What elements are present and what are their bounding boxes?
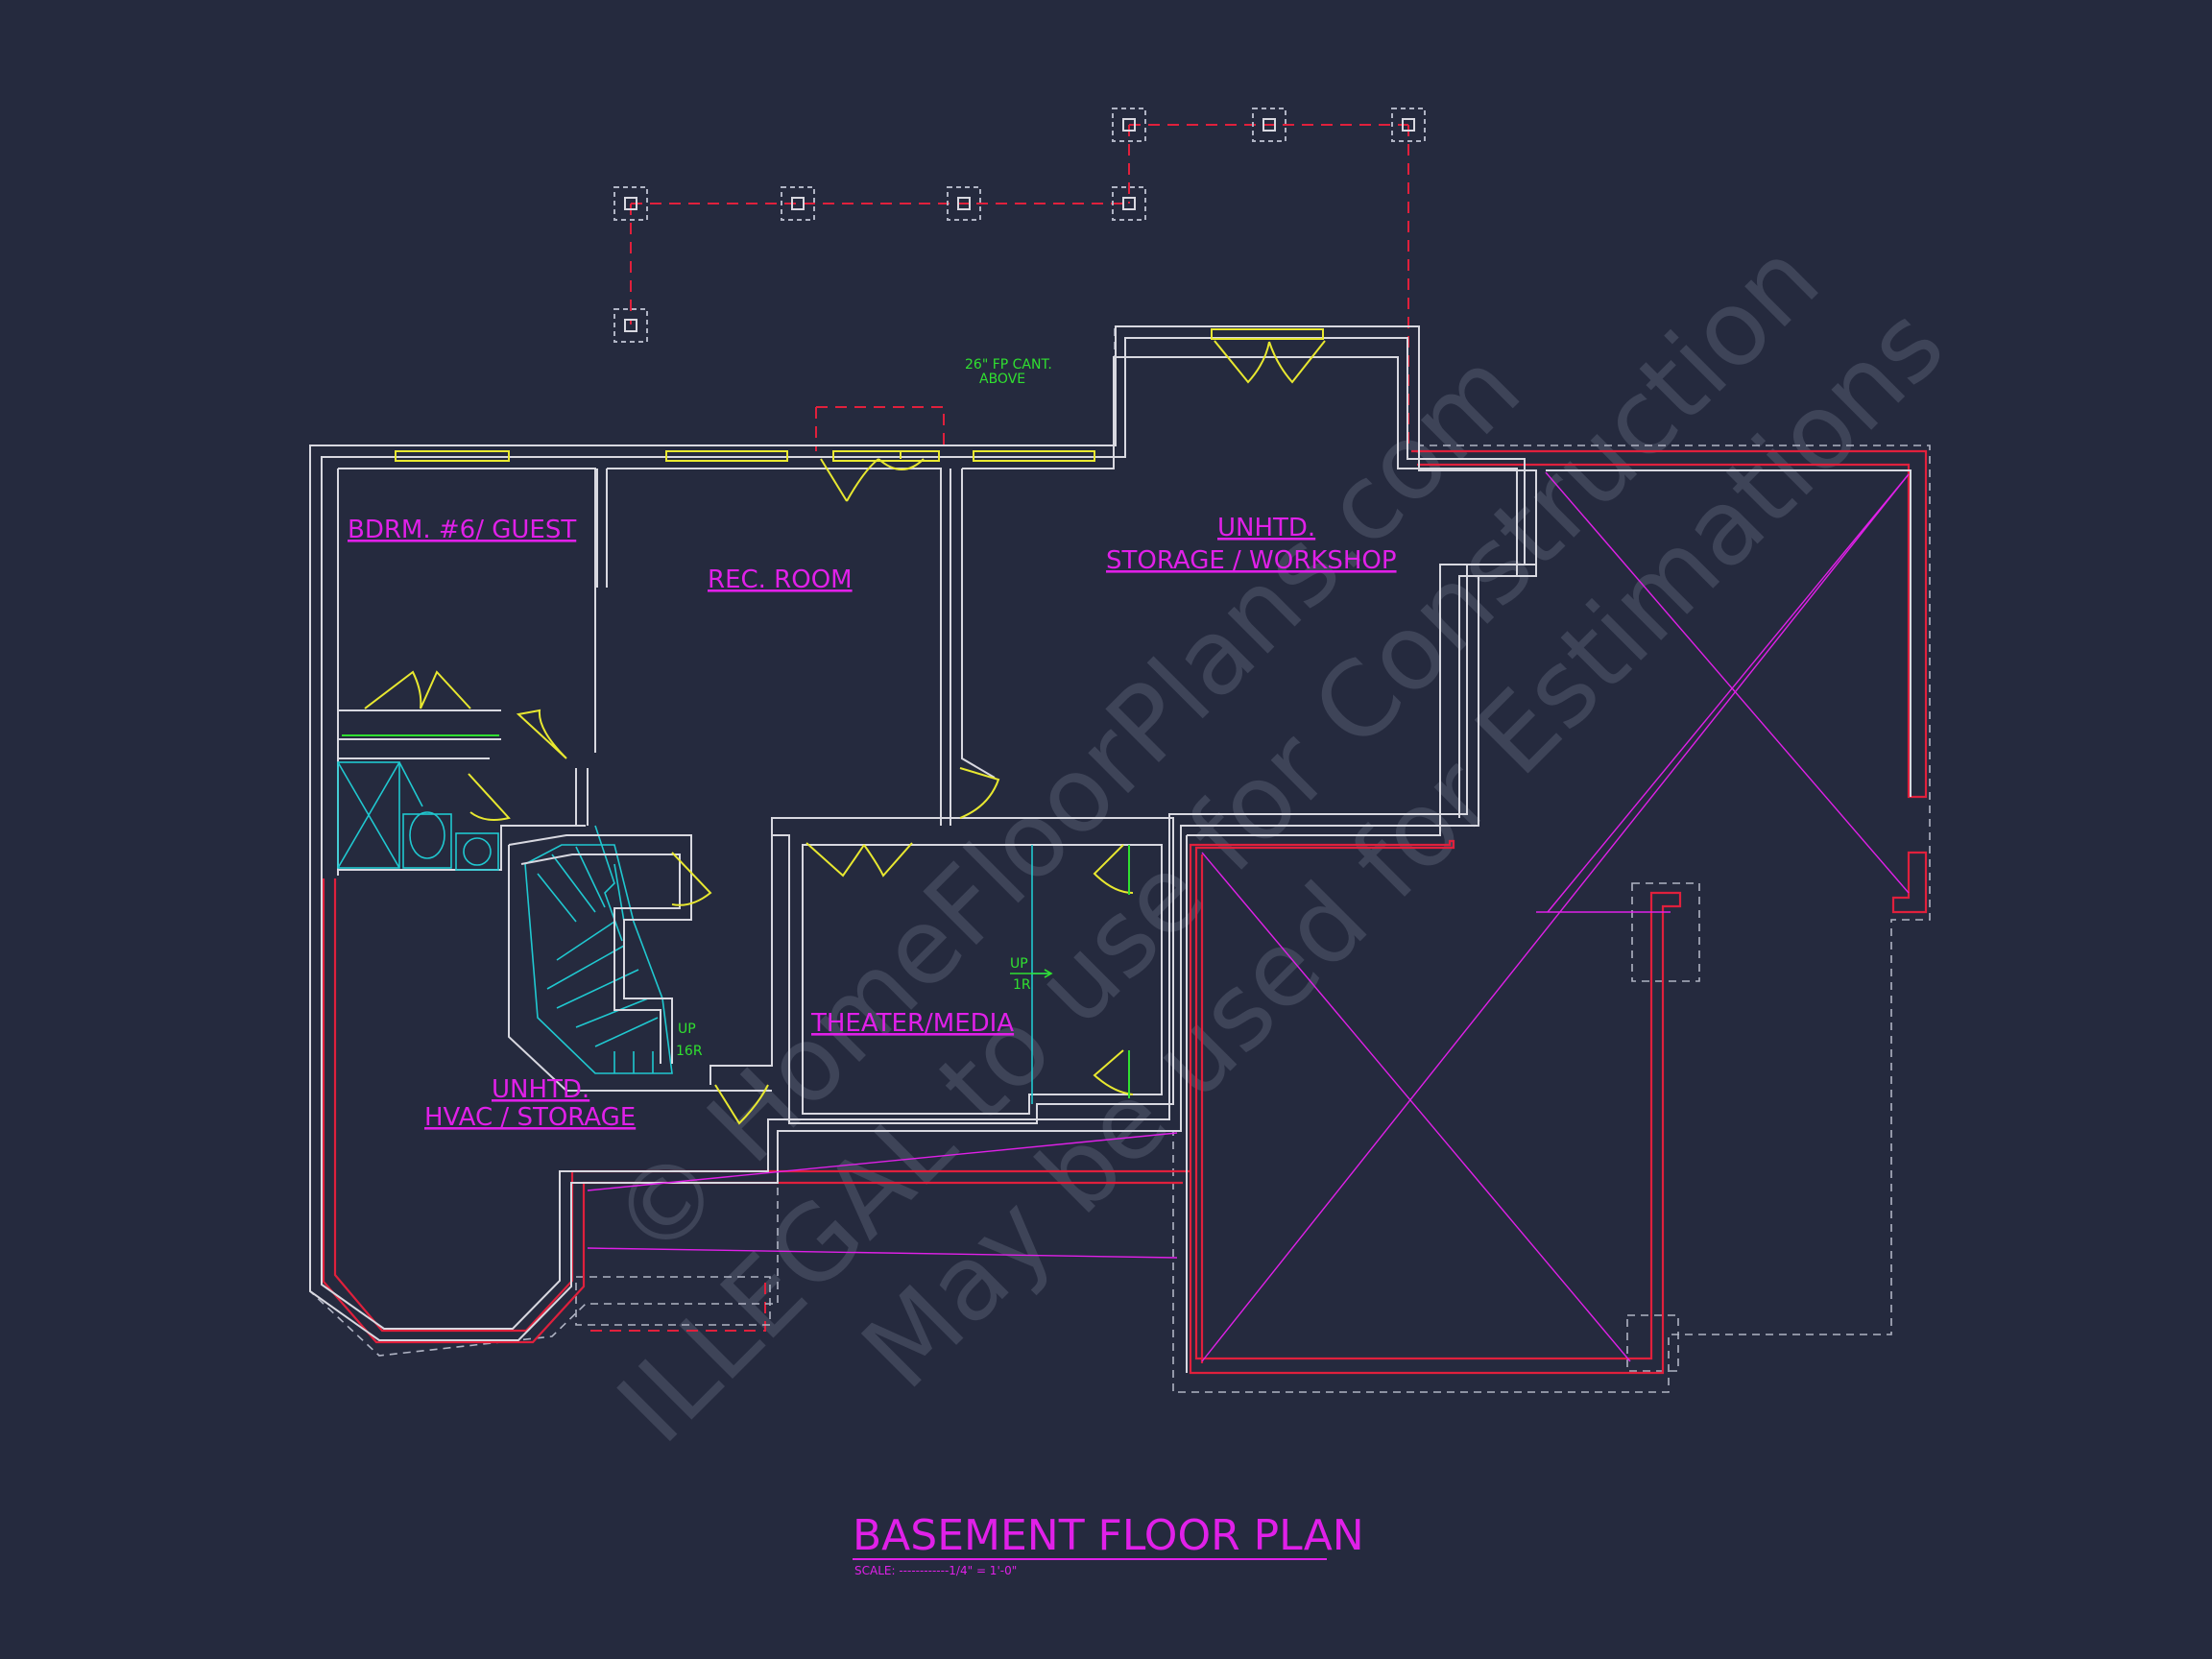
room-label-storage-line1: UNHTD. <box>1217 514 1315 542</box>
room-label-hvac-line2: HVAC / STORAGE <box>424 1103 636 1132</box>
room-label-bedroom: BDRM. #6/ GUEST <box>348 516 576 544</box>
watermark: © HomeFloorPlans.com ILLEGAL to use for … <box>589 220 1967 1466</box>
doors <box>364 340 1326 1125</box>
green-notes: 26" FP CANT. ABOVE UP 16R UP 1R <box>676 357 1052 1059</box>
stair-riser-label: 16R <box>676 1044 703 1059</box>
hidden-outline <box>309 325 1931 1393</box>
room-label-storage-line2: STORAGE / WORKSHOP <box>1106 546 1397 575</box>
room-label-rec-room: REC. ROOM <box>708 565 853 594</box>
windows <box>395 328 1324 462</box>
drawing-title: BASEMENT FLOOR PLAN <box>853 1511 1364 1560</box>
watermark-line-2: ILLEGAL to use for Construction <box>595 220 1841 1466</box>
porch-posts <box>613 108 1426 343</box>
cross-lines <box>587 471 1910 1362</box>
drawing-scale: SCALE: ------------1/4" = 1'-0" <box>854 1564 1017 1577</box>
cant-note-line1: 26" FP CANT. <box>965 357 1052 373</box>
step-arrow <box>1010 969 1053 978</box>
cant-note-line2: ABOVE <box>979 372 1025 387</box>
stair-walls <box>508 834 772 1092</box>
garage-outline <box>1186 469 1911 1373</box>
title-block: BASEMENT FLOOR PLAN SCALE: ------------1… <box>853 1511 1364 1577</box>
room-label-theater: THEATER/MEDIA <box>810 1009 1014 1038</box>
step-up-label: UP <box>1010 956 1028 972</box>
bathroom-fixtures <box>337 761 499 871</box>
stair <box>524 825 673 1074</box>
room-labels: BDRM. #6/ GUEST REC. ROOM UNHTD. STORAGE… <box>348 514 1397 1132</box>
post-cores <box>624 118 1415 332</box>
walls <box>309 325 1537 1341</box>
room-label-hvac-line1: UNHTD. <box>492 1075 589 1104</box>
step-riser-label: 1R <box>1013 977 1031 993</box>
door-jambs <box>342 734 1130 1098</box>
stair-up-label: UP <box>678 1022 696 1037</box>
